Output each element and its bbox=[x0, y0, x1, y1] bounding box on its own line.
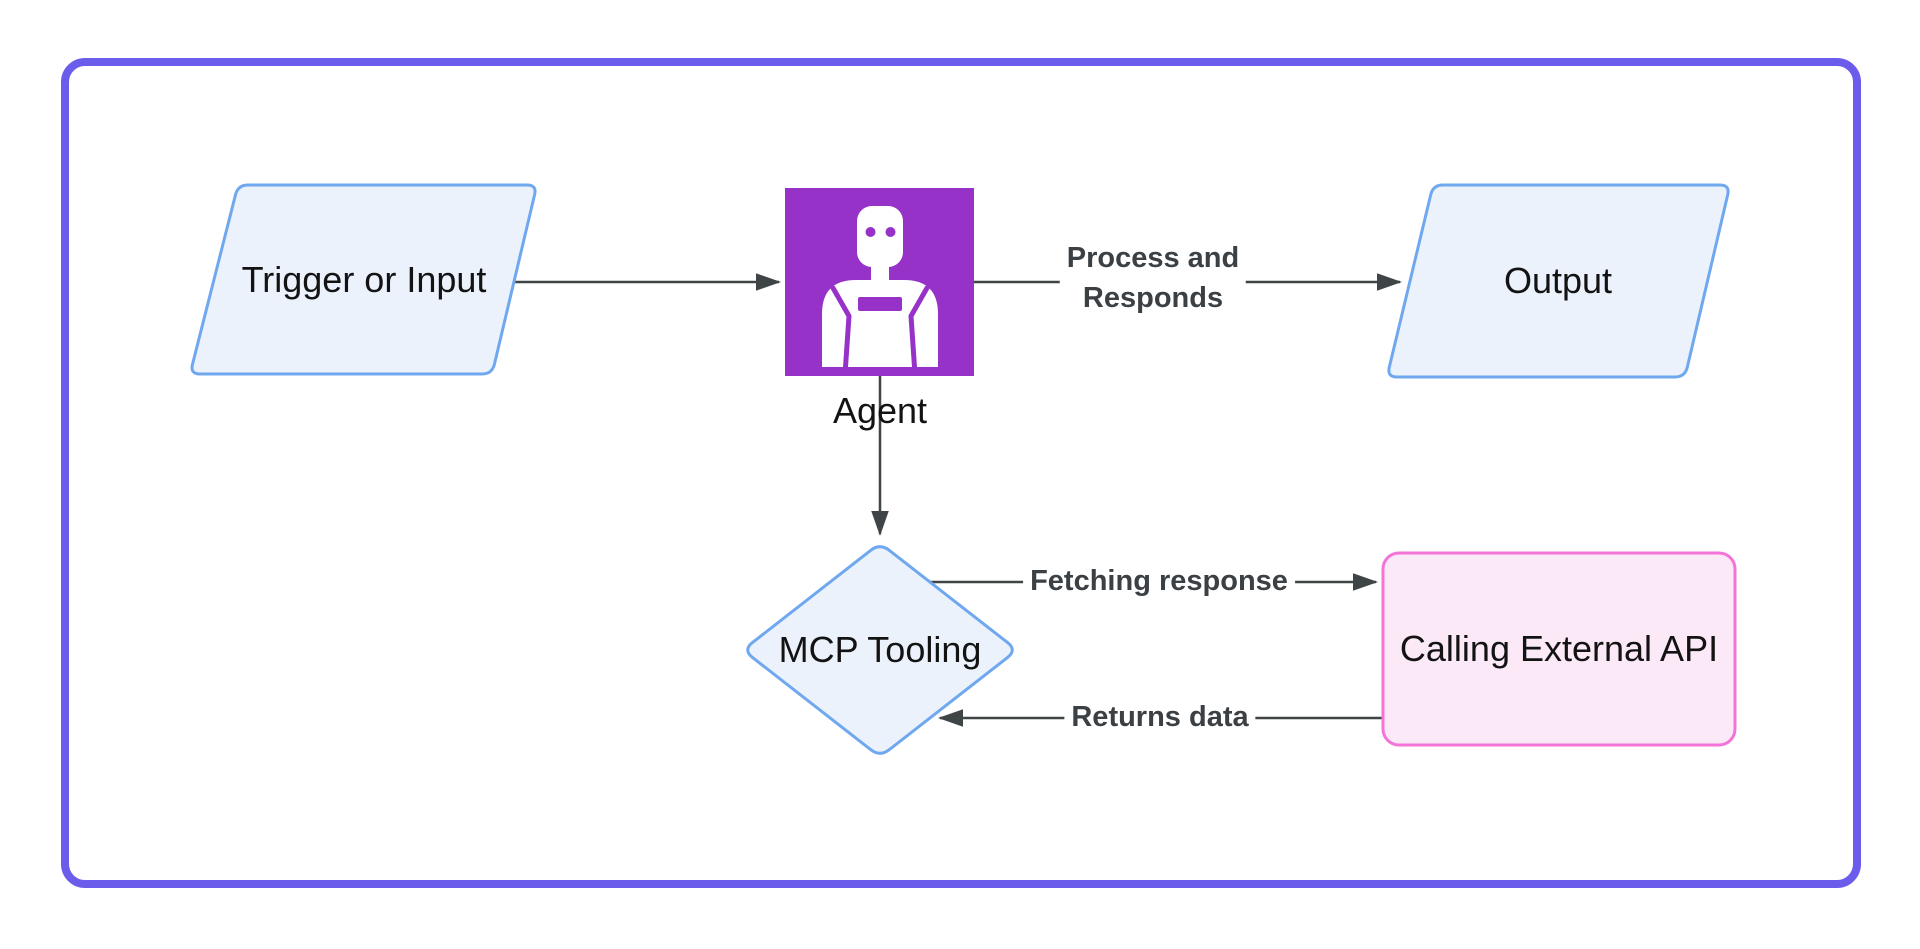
fetching-response-edge-label: Fetching response bbox=[1023, 559, 1295, 603]
mcp-tooling-label: MCP Tooling bbox=[778, 629, 982, 670]
output-label: Output bbox=[1503, 260, 1613, 301]
robot-eye-left bbox=[865, 227, 876, 237]
robot-icon bbox=[822, 206, 938, 370]
returns-data-edge-label: Returns data bbox=[1064, 695, 1256, 739]
robot-eye-right bbox=[885, 227, 896, 237]
robot-arm-seam-right bbox=[908, 285, 930, 370]
robot-neck bbox=[871, 261, 889, 283]
external-api-label: Calling External API bbox=[1399, 628, 1719, 669]
external-api-shape bbox=[1381, 551, 1737, 747]
trigger-input-shape bbox=[190, 183, 537, 376]
mcp-tooling-shape bbox=[746, 545, 1014, 755]
robot-chest-bar bbox=[858, 297, 902, 311]
robot-body bbox=[822, 280, 938, 367]
process-responds-edge-label: Process and Responds bbox=[1059, 236, 1247, 320]
output-shape bbox=[1387, 183, 1730, 379]
process-responds-line1: Process and bbox=[1066, 241, 1240, 274]
robot-arm-seam-left bbox=[830, 285, 852, 370]
process-responds-line2: Responds bbox=[1082, 282, 1224, 314]
agent-label: Agent bbox=[832, 390, 928, 431]
robot-head bbox=[857, 206, 903, 267]
trigger-input-label: Trigger or Input bbox=[241, 259, 487, 300]
agent-node bbox=[785, 188, 974, 376]
diagram-border bbox=[61, 58, 1861, 888]
